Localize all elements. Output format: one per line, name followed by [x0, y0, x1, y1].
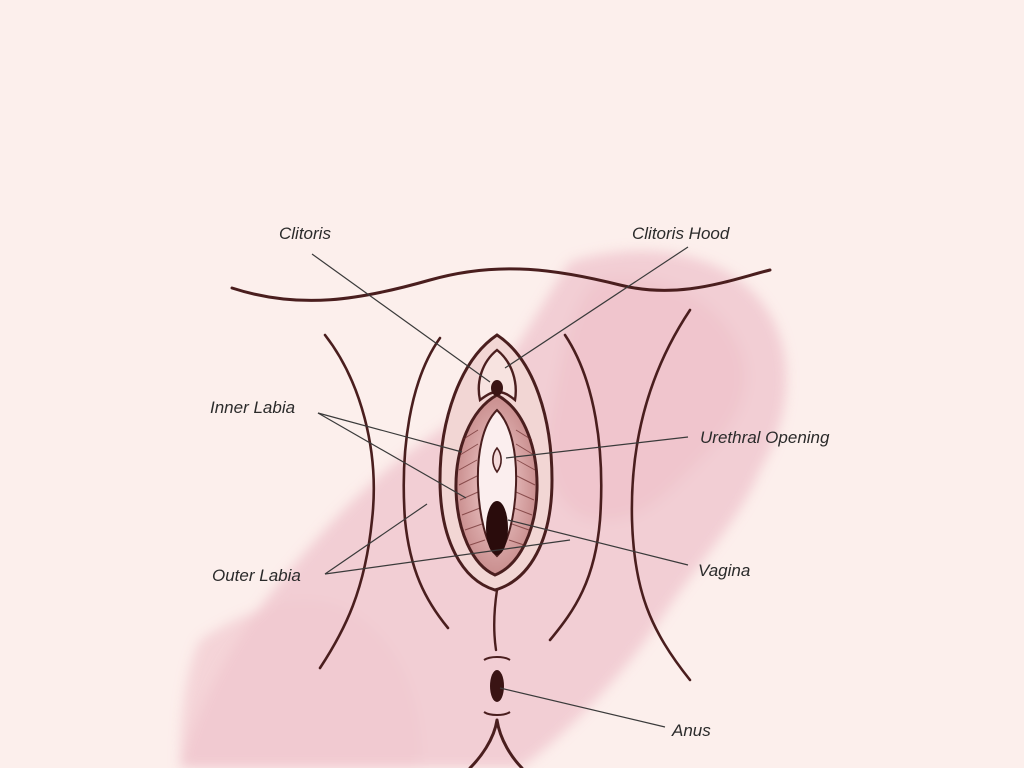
leader-inner-labia-b: [317, 412, 467, 499]
leader-anus: [499, 687, 666, 728]
gluteal-cleft: [468, 718, 524, 768]
leader-lines: [311, 246, 689, 728]
thigh-contours: [318, 308, 692, 682]
label-inner-labia: Inner Labia: [210, 398, 296, 417]
label-urethral-opening: Urethral Opening: [700, 428, 830, 447]
label-vagina: Vagina: [698, 561, 751, 580]
vaginal-opening-shape: [486, 501, 508, 555]
label-clitoris: Clitoris: [279, 224, 331, 243]
label-outer-labia: Outer Labia: [212, 566, 301, 585]
label-anus: Anus: [672, 721, 711, 740]
urethral-opening-shape: [492, 446, 502, 474]
anus-opening: [490, 670, 504, 702]
clitoris-shape: [491, 380, 503, 396]
hatching: [458, 429, 536, 546]
leader-vagina: [507, 519, 689, 566]
leader-urethral-opening: [505, 436, 689, 459]
anus-shape: [483, 656, 511, 716]
leader-outer-labia-b: [324, 539, 571, 575]
leader-clitoris-hood: [504, 246, 689, 369]
hip-contour: [230, 267, 772, 302]
leader-outer-labia-a: [324, 503, 428, 575]
leader-clitoris: [311, 253, 491, 383]
label-clitoris-hood: Clitoris Hood: [632, 224, 730, 243]
perineum-line: [493, 588, 499, 652]
leader-inner-labia-a: [317, 412, 463, 453]
